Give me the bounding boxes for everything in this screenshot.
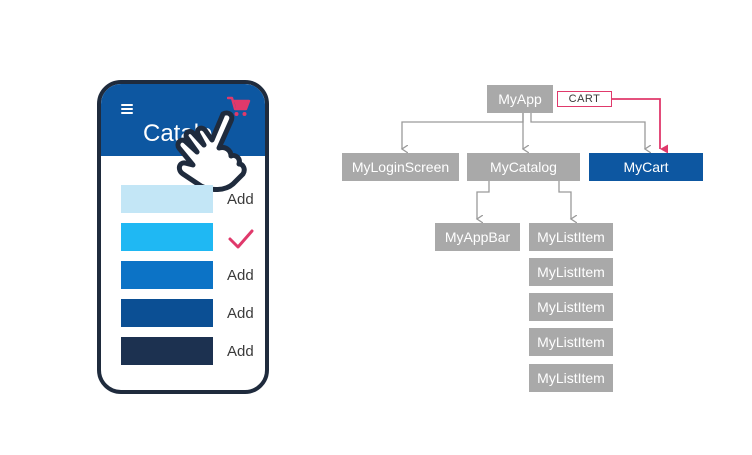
node-my-cart: MyCart: [589, 153, 703, 181]
node-my-list-item: MyListItem: [529, 258, 613, 286]
node-my-app: MyApp: [487, 85, 553, 113]
cart-icon[interactable]: [227, 96, 251, 118]
list-item-swatch: [121, 261, 213, 289]
menu-icon[interactable]: [121, 104, 133, 114]
add-button[interactable]: Add: [227, 343, 254, 360]
node-my-list-item: MyListItem: [529, 223, 613, 251]
node-my-list-item: MyListItem: [529, 328, 613, 356]
list-item-swatch: [121, 223, 213, 251]
node-my-list-item: MyListItem: [529, 293, 613, 321]
cart-state-tag: CART: [557, 91, 612, 107]
list-item-swatch: [121, 185, 213, 213]
node-my-app-bar: MyAppBar: [435, 223, 520, 251]
list-item-swatch: [121, 299, 213, 327]
add-button[interactable]: Add: [227, 267, 254, 284]
phone-mockup: Catalog Add Add Add Add: [97, 80, 269, 394]
node-my-list-item: MyListItem: [529, 364, 613, 392]
node-my-catalog: MyCatalog: [467, 153, 580, 181]
add-button[interactable]: Add: [227, 305, 254, 322]
check-icon[interactable]: [227, 227, 255, 251]
list-item-swatch: [121, 337, 213, 365]
add-button[interactable]: Add: [227, 191, 254, 208]
node-my-login-screen: MyLoginScreen: [342, 153, 459, 181]
